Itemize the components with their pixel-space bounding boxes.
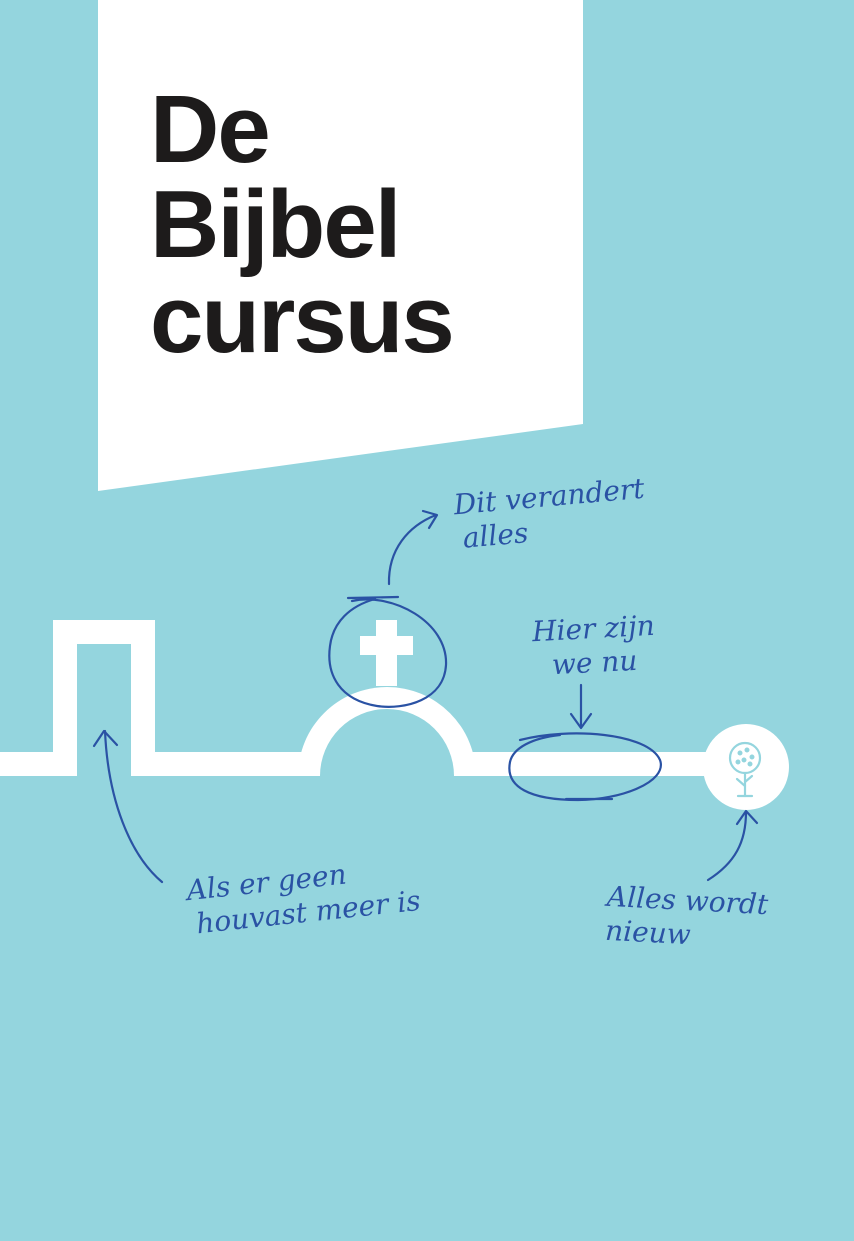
title-line: cursus [150, 266, 455, 373]
timeline-hill-inner [320, 709, 454, 776]
end-circle [703, 724, 789, 810]
annotation-we-are-here: Hier zijn we nu [531, 608, 656, 682]
ink-circle-cross [328, 597, 448, 708]
tree-icon [728, 741, 762, 798]
book-title: De Bijbel cursus [150, 76, 455, 373]
ink-arrowhead-changes [421, 509, 439, 530]
ink-arrow-tree [706, 810, 748, 882]
title-panel [98, 0, 583, 491]
ink-stroke-top [346, 595, 400, 600]
title-line: De [150, 76, 271, 183]
ink-arrowhead-tree [735, 809, 759, 826]
cross-icon [360, 620, 413, 686]
annotation-all-new: Alles wordt nieuw [604, 879, 770, 952]
ink-arrow-house [103, 729, 164, 884]
title-line: Bijbel [150, 171, 401, 278]
ink-arrowhead-house [92, 729, 119, 748]
ink-arrowhead-here [569, 712, 593, 730]
ink-arrow-changes [387, 513, 438, 586]
timeline-house-outline [0, 620, 310, 776]
